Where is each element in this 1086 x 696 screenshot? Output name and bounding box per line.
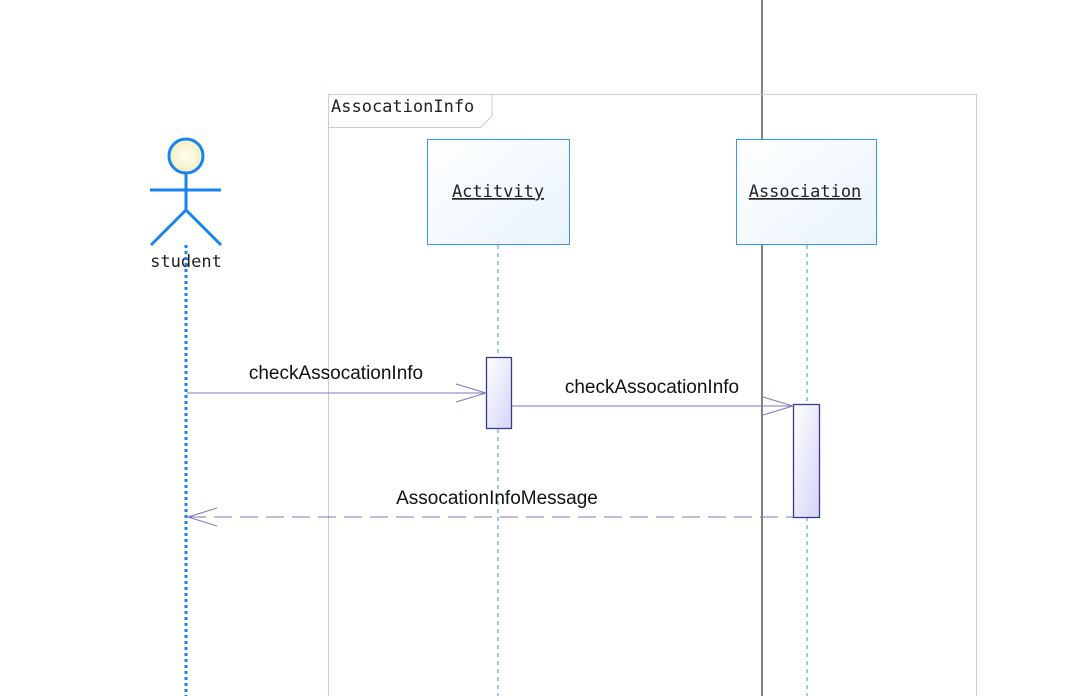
lifeline-name: Actitvity	[452, 182, 544, 202]
activation-bar-actitvity[interactable]	[485, 356, 513, 430]
message-2[interactable]: checkAssocationInfo	[512, 377, 795, 416]
open-arrow-icon	[186, 507, 218, 527]
message-label: checkAssocationInfo	[249, 363, 423, 384]
message-label: AssocationInfoMessage	[396, 488, 598, 509]
open-arrow-icon	[762, 396, 795, 416]
open-arrow-icon	[455, 383, 488, 403]
frame-label: AssocationInfo	[331, 97, 474, 117]
message-1[interactable]: checkAssocationInfo	[187, 363, 488, 403]
frame-assocationinfo[interactable]: AssocationInfo	[328, 94, 977, 696]
lifeline-actitvity[interactable]: Actitvity	[427, 139, 570, 696]
actor-name: student	[150, 252, 222, 272]
message-label: checkAssocationInfo	[565, 377, 739, 398]
message-3-return[interactable]: AssocationInfoMessage	[186, 488, 793, 527]
actor-head-icon	[167, 137, 205, 175]
lifeline-association[interactable]: Association	[736, 139, 877, 696]
actor-student[interactable]: student	[149, 137, 223, 272]
activation-bar-association[interactable]	[792, 403, 821, 519]
lifeline-name: Association	[749, 182, 862, 202]
